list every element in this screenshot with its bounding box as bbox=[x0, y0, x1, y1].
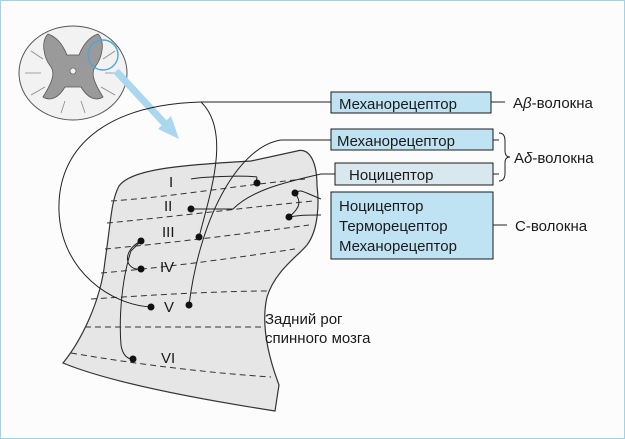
receptor-mechano-abeta: Механорецептор bbox=[339, 96, 457, 113]
synapse-dot bbox=[138, 266, 145, 273]
receptor-c-noci: Ноцицептор bbox=[339, 198, 423, 215]
fiber-label-c: C-волокна bbox=[515, 218, 588, 235]
synapse-dot bbox=[196, 234, 203, 241]
brace-adelta bbox=[499, 133, 510, 181]
receptor-mechano-adelta: Механорецептор bbox=[337, 133, 455, 150]
caption-line-1: Задний рог bbox=[265, 311, 343, 328]
synapse-dot bbox=[186, 302, 193, 309]
fiber-label-abeta: Aβ-волокна bbox=[513, 95, 594, 112]
lamina-label-vi: VI bbox=[161, 350, 175, 367]
lamina-label-ii: II bbox=[164, 198, 172, 215]
synapse-dot bbox=[254, 180, 261, 187]
receptor-noci-adelta: Ноцицептор bbox=[349, 167, 433, 184]
dorsal-horn-shape bbox=[63, 150, 318, 411]
synapse-dot bbox=[130, 356, 137, 363]
synapse-dot bbox=[292, 190, 299, 197]
spinal-cord-cross-section-icon bbox=[19, 26, 127, 120]
lamina-label-v: V bbox=[164, 299, 174, 316]
caption-line-2: спинного мозга bbox=[265, 330, 371, 347]
synapse-dot bbox=[138, 238, 145, 245]
receptor-c-thermo: Терморецептор bbox=[339, 218, 448, 235]
lamina-label-iv: IV bbox=[160, 259, 174, 276]
receptor-c-mechano: Механорецептор bbox=[339, 238, 457, 255]
lamina-label-i: I bbox=[169, 174, 173, 191]
fiber-label-adelta: Aδ-волокна bbox=[514, 150, 594, 167]
lamina-label-iii: III bbox=[162, 224, 175, 241]
synapse-dot bbox=[286, 214, 293, 221]
synapse-dot bbox=[188, 206, 195, 213]
synapse-dot bbox=[148, 304, 155, 311]
